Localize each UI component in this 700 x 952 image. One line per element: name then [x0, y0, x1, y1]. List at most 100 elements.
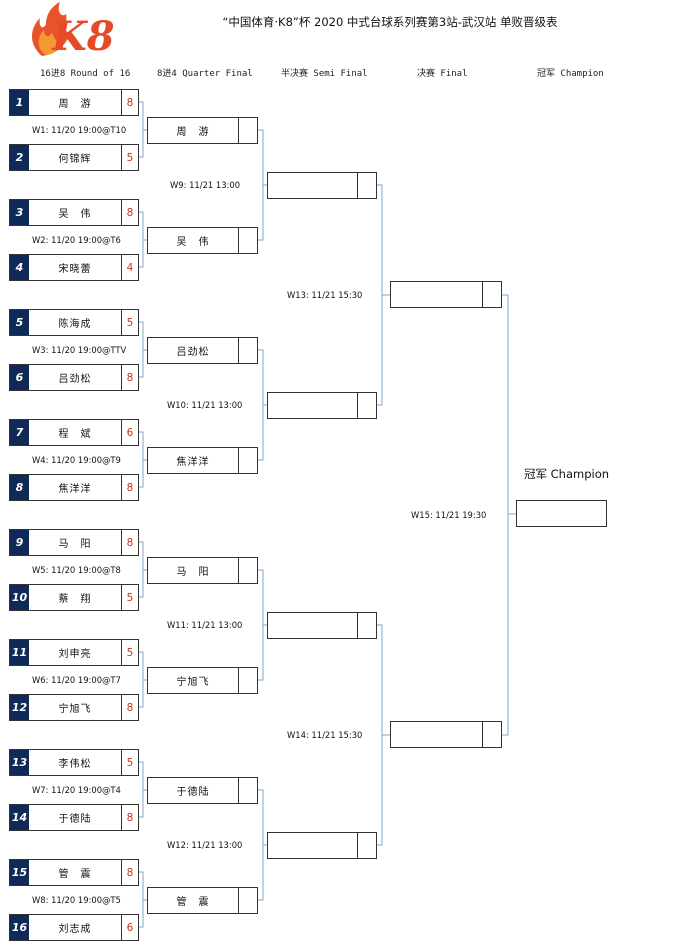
r16-slot-11: 11 刘申亮 5	[9, 639, 139, 666]
player-score: 6	[121, 915, 138, 940]
score-cell	[238, 118, 257, 143]
header-semi-final: 半决赛 Semi Final	[281, 69, 368, 79]
player-score: 8	[121, 365, 138, 390]
player-name: 程 斌	[58, 429, 92, 440]
score-cell	[238, 448, 257, 473]
player-name: 于德陆	[176, 787, 210, 798]
r16-slot-15: 15 管 震 8	[9, 859, 139, 886]
r16-slot-9: 9 马 阳 8	[9, 529, 139, 556]
player-score: 5	[121, 585, 138, 610]
score-cell	[482, 282, 501, 307]
match-label-w5: W5: 11/20 19:00@T8	[32, 565, 121, 575]
player-score: 6	[121, 420, 138, 445]
r16-slot-1: 1 周 游 8	[9, 89, 139, 116]
r16-slot-5: 5 陈海成 5	[9, 309, 139, 336]
champion-slot	[516, 500, 607, 527]
seed-badge: 4	[10, 255, 29, 280]
final-slot-2	[390, 721, 502, 748]
k8-logo: K8	[32, 2, 115, 58]
seed-badge: 3	[10, 200, 29, 225]
score-cell	[357, 833, 376, 858]
sf-slot-2	[267, 392, 377, 419]
sf-slot-1	[267, 172, 377, 199]
seed-badge: 12	[10, 695, 29, 720]
r16-slot-10: 10 蔡 翔 5	[9, 584, 139, 611]
player-name: 管 震	[58, 869, 92, 880]
player-name	[391, 282, 482, 307]
player-name: 宁旭飞	[176, 677, 210, 688]
player-score: 5	[121, 145, 138, 170]
seed-badge: 8	[10, 475, 29, 500]
seed-badge: 7	[10, 420, 29, 445]
player-name	[268, 833, 357, 858]
score-cell	[238, 338, 257, 363]
header-champion: 冠军 Champion	[537, 69, 604, 79]
player-name: 吴 伟	[58, 209, 92, 220]
seed-badge: 6	[10, 365, 29, 390]
match-label-w13: W13: 11/21 15:30	[287, 290, 363, 300]
player-name	[268, 173, 357, 198]
match-label-w8: W8: 11/20 19:00@T5	[32, 895, 121, 905]
player-name: 马 阳	[176, 567, 210, 578]
player-name: 管 震	[176, 897, 210, 908]
player-name: 焦洋洋	[58, 484, 92, 495]
seed-badge: 2	[10, 145, 29, 170]
player-score: 8	[121, 475, 138, 500]
r16-slot-7: 7 程 斌 6	[9, 419, 139, 446]
seed-badge: 13	[10, 750, 29, 775]
player-score: 5	[121, 750, 138, 775]
qf-slot-4: 焦洋洋	[147, 447, 258, 474]
qf-slot-2: 吴 伟	[147, 227, 258, 254]
final-slot-1	[390, 281, 502, 308]
seed-badge: 15	[10, 860, 29, 885]
player-name: 焦洋洋	[176, 457, 210, 468]
score-cell	[238, 228, 257, 253]
score-cell	[238, 778, 257, 803]
r16-slot-12: 12 宁旭飞 8	[9, 694, 139, 721]
score-cell	[482, 722, 501, 747]
seed-badge: 14	[10, 805, 29, 830]
qf-slot-3: 吕劲松	[147, 337, 258, 364]
player-name	[391, 722, 482, 747]
player-name: 陈海成	[58, 319, 92, 330]
seed-badge: 11	[10, 640, 29, 665]
score-cell	[357, 613, 376, 638]
player-score: 5	[121, 310, 138, 335]
match-label-w1: W1: 11/20 19:00@T10	[32, 125, 127, 135]
score-cell	[357, 173, 376, 198]
seed-badge: 16	[10, 915, 29, 940]
champion-label: 冠军 Champion	[524, 467, 610, 481]
match-label-w7: W7: 11/20 19:00@T4	[32, 785, 121, 795]
match-label-w10: W10: 11/21 13:00	[167, 400, 243, 410]
player-name: 周 游	[176, 127, 210, 138]
player-score: 8	[121, 695, 138, 720]
player-score: 4	[121, 255, 138, 280]
svg-text:K8: K8	[51, 13, 115, 58]
player-name	[268, 613, 357, 638]
qf-slot-1: 周 游	[147, 117, 258, 144]
r16-slot-13: 13 李伟松 5	[9, 749, 139, 776]
qf-slot-7: 于德陆	[147, 777, 258, 804]
header-final: 决赛 Final	[417, 69, 468, 79]
header-quarter-final: 8进4 Quarter Final	[157, 69, 253, 79]
player-name: 周 游	[58, 99, 92, 110]
player-name: 于德陆	[58, 814, 92, 825]
player-name: 刘申亮	[58, 649, 92, 660]
qf-slot-6: 宁旭飞	[147, 667, 258, 694]
player-score: 5	[121, 640, 138, 665]
player-name: 宋晓蕾	[58, 264, 92, 275]
player-name: 刘志成	[58, 924, 92, 935]
player-name	[268, 393, 357, 418]
match-label-w3: W3: 11/20 19:00@TTV	[32, 345, 127, 355]
player-name: 宁旭飞	[58, 704, 92, 715]
sf-slot-3	[267, 612, 377, 639]
r16-slot-3: 3 吴 伟 8	[9, 199, 139, 226]
player-score: 8	[121, 200, 138, 225]
player-score: 8	[121, 90, 138, 115]
seed-badge: 5	[10, 310, 29, 335]
r16-slot-16: 16 刘志成 6	[9, 914, 139, 941]
match-label-w12: W12: 11/21 13:00	[167, 840, 243, 850]
match-label-w11: W11: 11/21 13:00	[167, 620, 243, 630]
match-label-w9: W9: 11/21 13:00	[170, 180, 241, 190]
